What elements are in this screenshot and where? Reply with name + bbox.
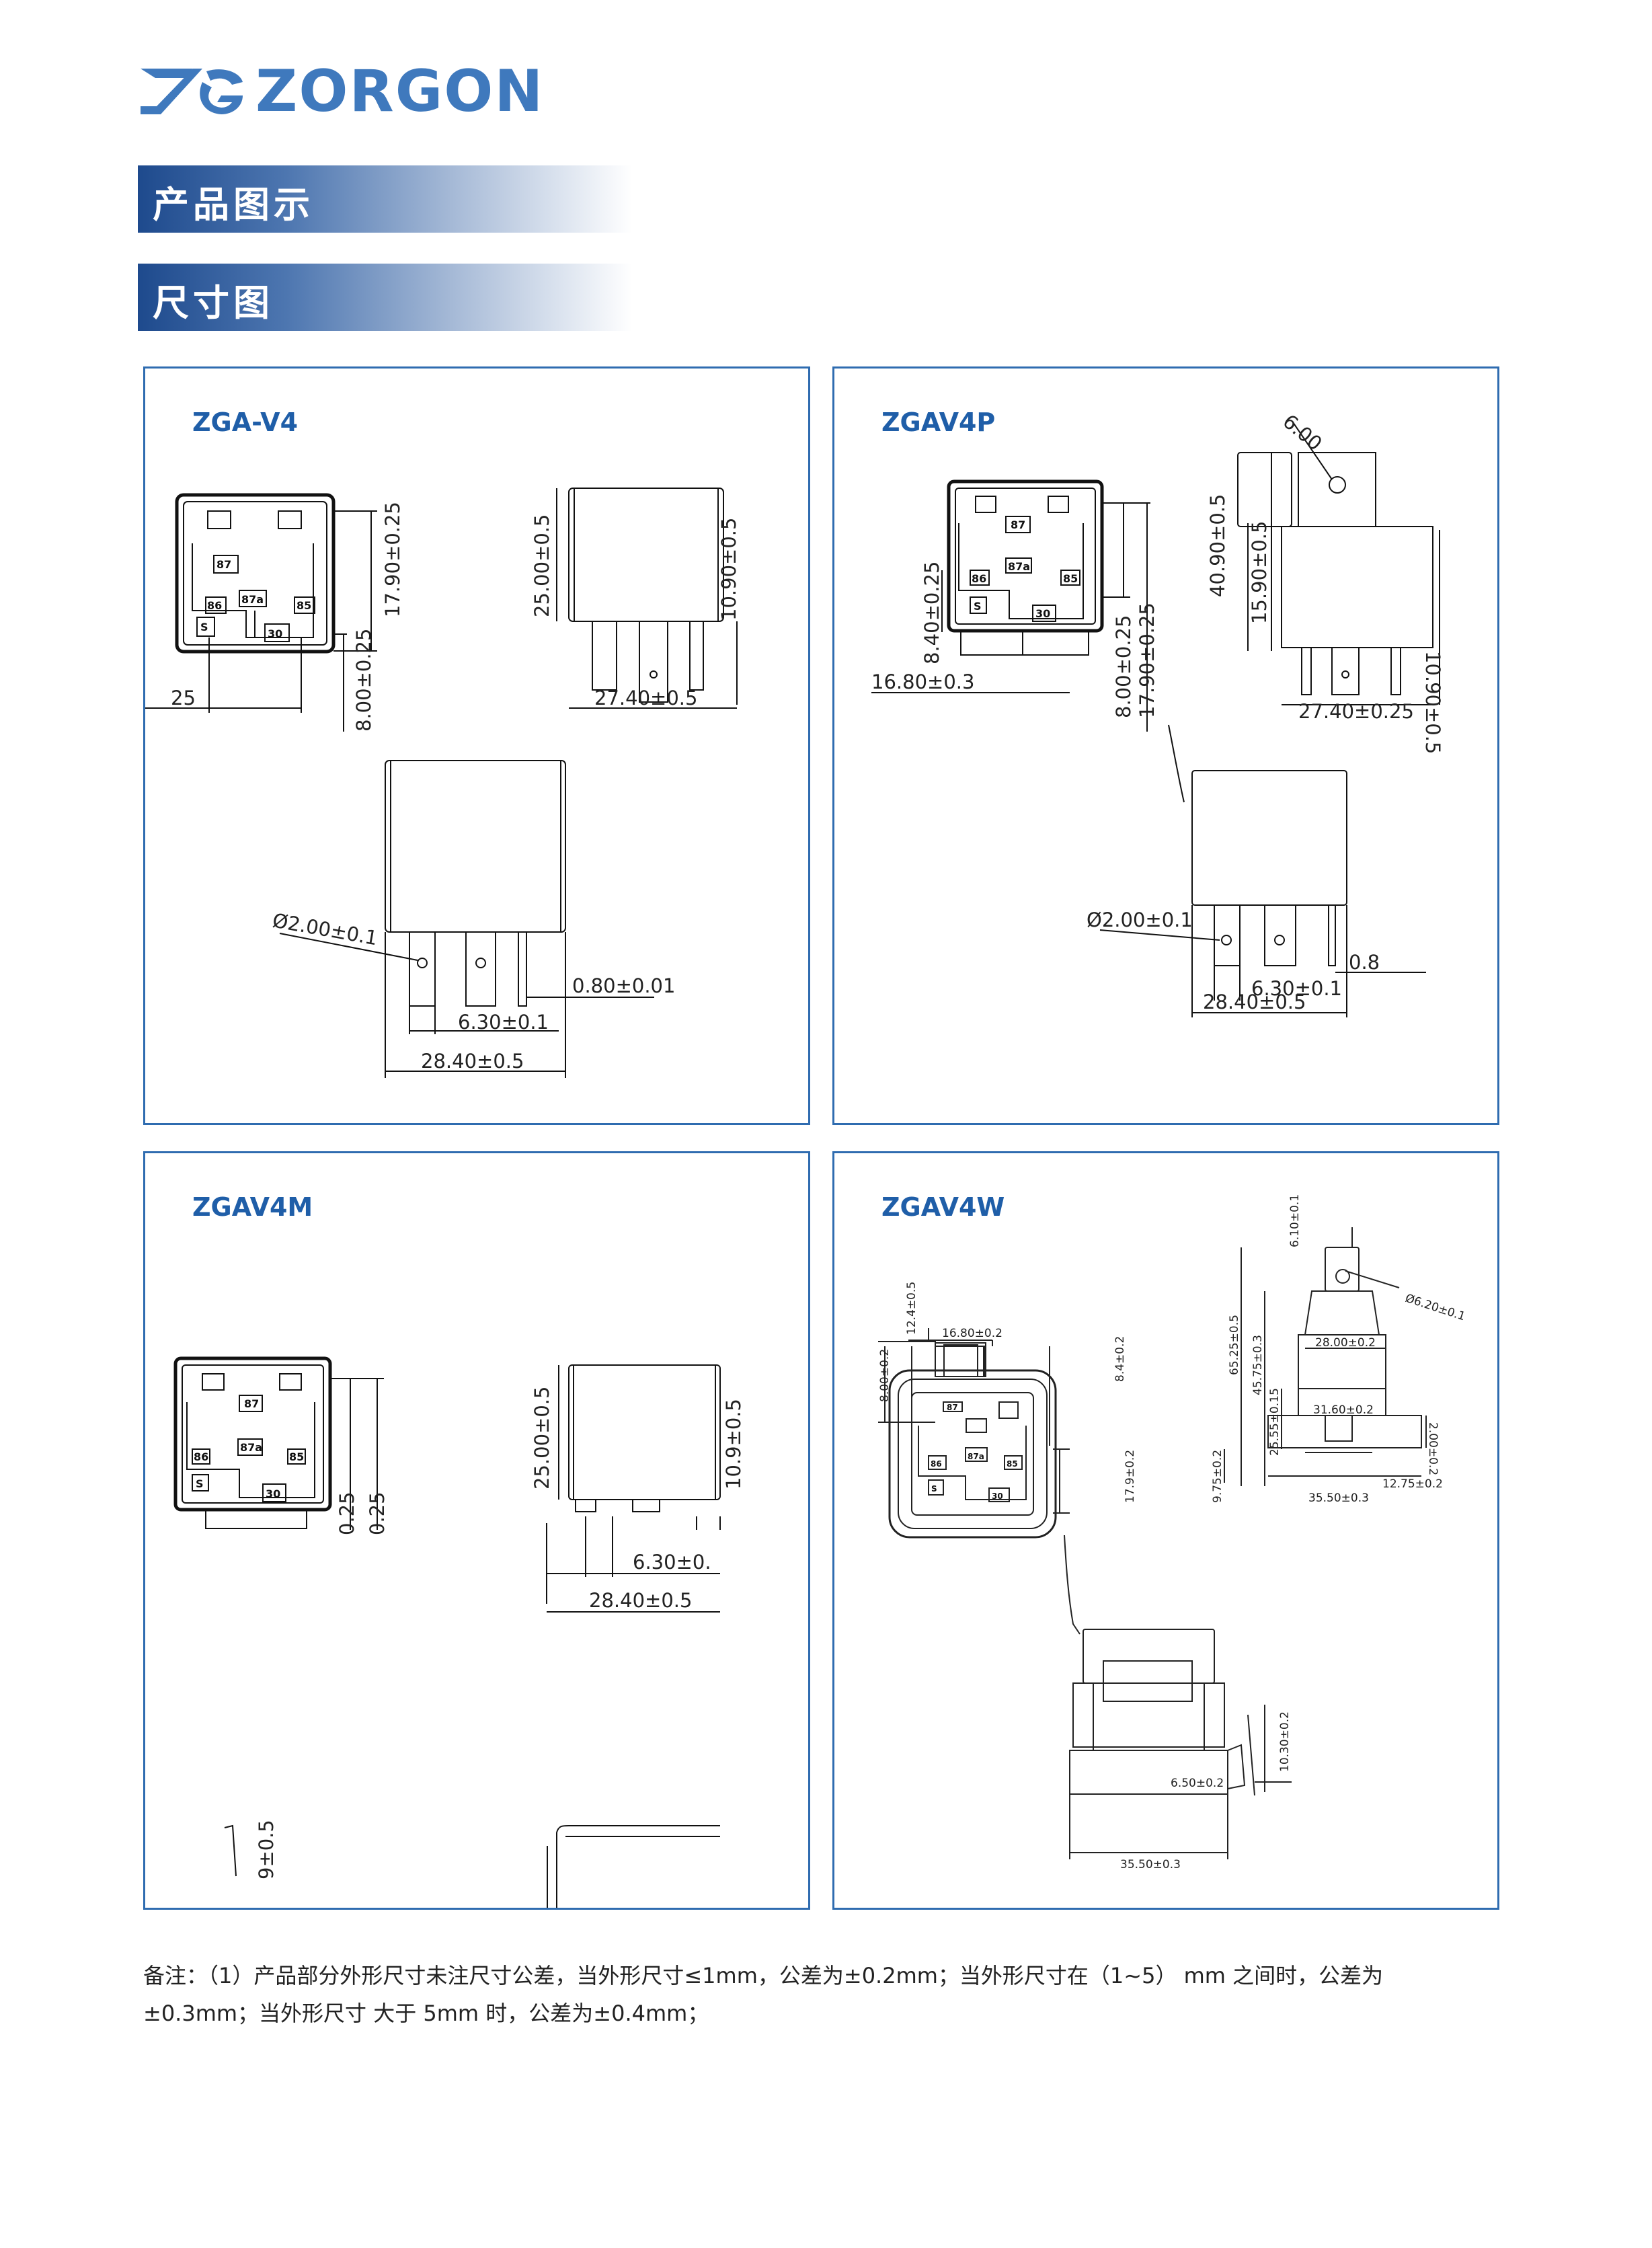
- drawing-panel-zgav4w: ZGAV4W: [832, 1151, 1499, 1910]
- terminal-87a-label: 87a: [968, 1452, 984, 1461]
- model-title: ZGA-V4: [192, 408, 299, 437]
- dimension-drawing: 87 87a 86 85 30 S 17.90±0.25 8.00±0.25 2…: [145, 488, 740, 1078]
- dim-label: 28.00±0.2: [1315, 1336, 1376, 1350]
- model-title: ZGAV4M: [192, 1192, 313, 1222]
- terminal-86-label: 86: [194, 1450, 208, 1463]
- brand-logo: ZORGON: [138, 58, 543, 129]
- terminal-85-label: 85: [1007, 1459, 1018, 1469]
- zorgon-logo-icon: [141, 69, 243, 114]
- terminal-87-label: 87: [1011, 518, 1025, 531]
- dim-label: 25.00±0.5: [530, 1387, 553, 1489]
- dim-label: 2.00±0.2: [1426, 1422, 1440, 1475]
- drawing-panel-zgav4m: ZGAV4M: [143, 1151, 810, 1910]
- terminal-85-label: 85: [1063, 572, 1078, 585]
- dimension-drawing: 87 87a 86 85 30 S 16.80±0.2 12.4±0.5 8.0…: [878, 1194, 1467, 1871]
- dim-label: 0.25: [366, 1491, 389, 1535]
- dim-label: 6.00: [1279, 410, 1327, 455]
- terminal-87a-label: 87a: [240, 1441, 262, 1454]
- dim-label: 8.00±0.25: [352, 629, 375, 732]
- terminal-87-label: 87: [947, 1403, 958, 1412]
- dim-label: Ø2.00±0.1: [1087, 908, 1193, 931]
- terminal-87a-label: 87a: [1008, 560, 1030, 573]
- section-header-dimension: 尺寸图: [138, 264, 632, 331]
- terminal-30-label: 30: [268, 627, 282, 640]
- dim-label: 0.8: [1349, 951, 1380, 974]
- terminal-87-label: 87: [244, 1397, 259, 1410]
- dim-label: 12.75±0.2: [1382, 1477, 1443, 1491]
- dim-label: 28.40±0.5: [1203, 991, 1306, 1013]
- dim-label: 16.80±0.3: [871, 670, 974, 693]
- drawing-panel-zgav4p: ZGAV4P: [832, 366, 1499, 1125]
- dim-label: 10.90±0.5: [717, 518, 740, 621]
- dim-label: 0.25: [336, 1491, 358, 1535]
- terminal-86-label: 86: [972, 572, 986, 585]
- dim-label: Ø2.00±0.1: [271, 908, 379, 949]
- terminal-30-label: 30: [1035, 607, 1050, 620]
- dim-label: 9±0.5: [255, 1820, 278, 1879]
- dim-label: 25.00±0.5: [530, 514, 553, 617]
- dimension-drawing: 87 87a 86 85 30 S 8.40±0.25 16.80±0.3 8.…: [871, 410, 1444, 1017]
- dim-label: 10.9±0.5: [722, 1399, 745, 1489]
- section-title: 产品图示: [153, 184, 314, 226]
- dim-label: 25: [171, 687, 196, 709]
- dim-label: 0.80±0.01: [572, 974, 675, 997]
- dim-label: 17.90±0.25: [381, 502, 404, 617]
- dim-label: 15.90±0.5: [1248, 521, 1271, 624]
- brand-name: ZORGON: [255, 58, 545, 125]
- dim-label: 16.80±0.2: [942, 1327, 1002, 1340]
- section-header-product: 产品图示: [138, 165, 632, 233]
- terminal-86-label: 86: [931, 1459, 942, 1469]
- terminal-s-label: S: [931, 1484, 937, 1494]
- dim-label: 6.30±0.1: [1251, 977, 1342, 1000]
- model-title: ZGAV4W: [881, 1192, 1005, 1222]
- terminal-87a-label: 87a: [241, 593, 264, 606]
- dim-label: 8.00±0.25: [1112, 615, 1135, 718]
- dim-label: 12.4±0.5: [905, 1282, 918, 1335]
- dim-label: 17.90±0.25: [1136, 603, 1158, 718]
- dim-label: 28.40±0.5: [421, 1050, 524, 1073]
- terminal-85-label: 85: [297, 599, 311, 612]
- dim-label: 27.40±0.5: [594, 687, 697, 709]
- dimension-drawing: 87 87a 86 85 30 S 0.25 0.25 25.00±0.5 10…: [173, 1356, 745, 1908]
- dim-label: 6.30±0.1: [458, 1011, 549, 1034]
- terminal-s-label: S: [200, 621, 208, 633]
- terminal-30-label: 30: [992, 1491, 1003, 1501]
- dim-label: 45.75±0.3: [1251, 1335, 1265, 1395]
- dim-label: 9.75±0.2: [1211, 1450, 1224, 1503]
- section-title: 尺寸图: [153, 282, 274, 324]
- dim-label: 6.10±0.1: [1288, 1194, 1302, 1247]
- terminal-85-label: 85: [289, 1450, 304, 1463]
- dim-label: 10.30±0.2: [1278, 1711, 1292, 1772]
- terminal-s-label: S: [196, 1477, 204, 1490]
- dim-label: 8.4±0.2: [1113, 1336, 1127, 1382]
- terminal-30-label: 30: [266, 1487, 280, 1500]
- dim-label: 35.50±0.3: [1120, 1858, 1181, 1871]
- dim-label: 35.50±0.3: [1308, 1491, 1369, 1505]
- dim-label: 40.90±0.5: [1206, 494, 1229, 597]
- dim-label: 27.40±0.25: [1298, 700, 1414, 723]
- remarks-line-1: 备注：（1）产品部分外形尺寸未注尺寸公差，当外形尺寸≤1mm，公差为±0.2mm…: [143, 1963, 1384, 1988]
- terminal-87-label: 87: [217, 558, 231, 571]
- remarks-line-2: ±0.3mm；当外形尺寸 大于 5mm 时，公差为±0.4mm；: [143, 2001, 709, 2026]
- remarks: 备注：（1）产品部分外形尺寸未注尺寸公差，当外形尺寸≤1mm，公差为±0.2mm…: [143, 1957, 1515, 2032]
- dim-label: 25.55±0.15: [1268, 1388, 1282, 1456]
- dim-label: 6.30±0.: [633, 1551, 711, 1574]
- dim-label: 6.50±0.2: [1171, 1777, 1224, 1790]
- drawing-panel-zga-v4: ZGA-V4: [143, 366, 810, 1125]
- dim-label: Ø6.20±0.1: [1403, 1292, 1466, 1324]
- dim-label: 8.40±0.25: [920, 561, 943, 664]
- dim-label: 31.60±0.2: [1313, 1403, 1374, 1417]
- model-title: ZGAV4P: [881, 408, 996, 437]
- dim-label: 8.00±0.2: [878, 1349, 892, 1402]
- dim-label: 65.25±0.5: [1228, 1315, 1241, 1375]
- dim-label: 28.40±0.5: [589, 1589, 692, 1612]
- dim-label: 10.90±0.5: [1421, 651, 1444, 754]
- dim-label: 17.9±0.2: [1124, 1450, 1137, 1503]
- terminal-s-label: S: [974, 600, 982, 613]
- terminal-86-label: 86: [207, 599, 222, 612]
